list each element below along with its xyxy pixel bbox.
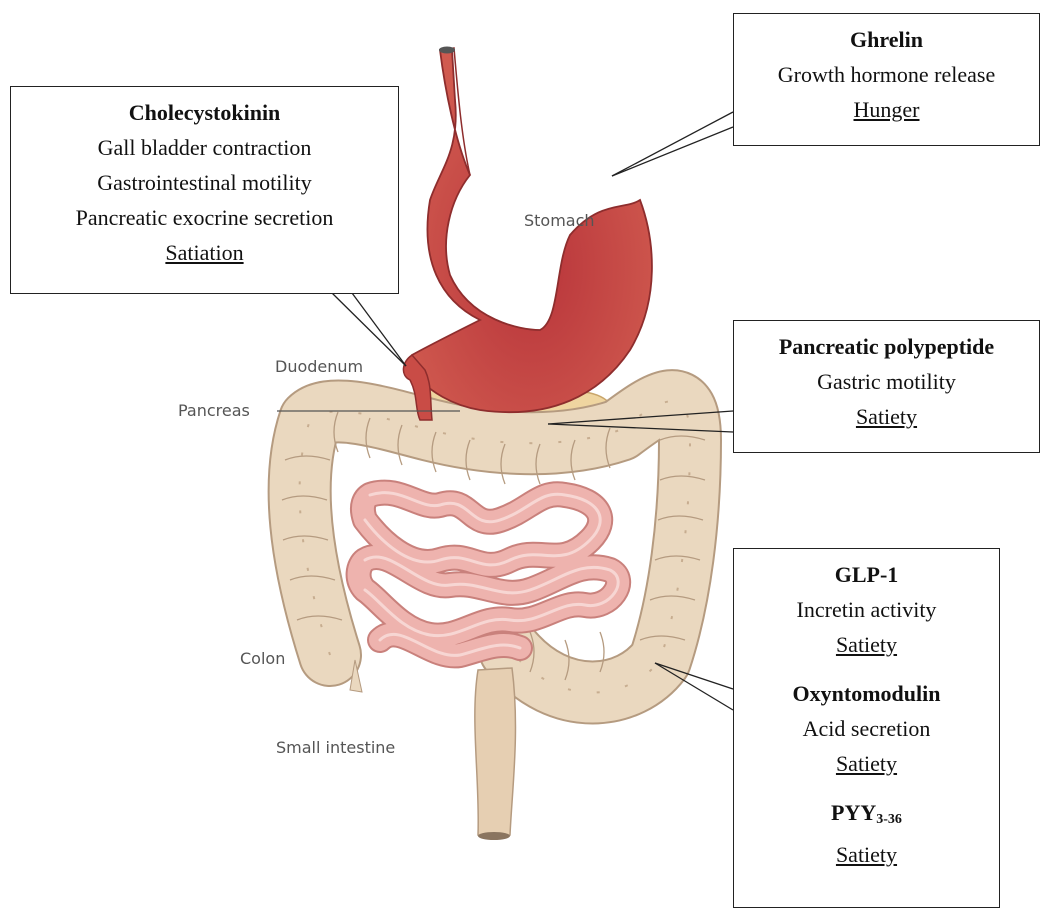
pancreatic-polypeptide-title: Pancreatic polypeptide (734, 329, 1039, 364)
glp1-effect: Incretin activity (734, 592, 999, 627)
oxyntomodulin-effect: Acid secretion (734, 711, 999, 746)
pyy-subscript: 3-36 (876, 812, 902, 827)
small-intestine (359, 493, 619, 656)
ghrelin-box: Ghrelin Growth hormone release Hunger (733, 13, 1040, 146)
pancreatic-polypeptide-behaviour: Satiety (856, 404, 917, 429)
pyy-title: PYY3-36 (734, 795, 999, 837)
ghrelin-behaviour: Hunger (854, 97, 920, 122)
cholecystokinin-effect: Pancreatic exocrine secretion (11, 200, 398, 235)
duodenum-label: Duodenum (275, 357, 363, 376)
pancreatic-polypeptide-effect: Gastric motility (734, 364, 1039, 399)
cholecystokinin-effect: Gall bladder contraction (11, 130, 398, 165)
ghrelin-effect: Growth hormone release (734, 57, 1039, 92)
pancreas-label: Pancreas (178, 401, 250, 420)
glp1-title: GLP-1 (734, 557, 999, 592)
stomach-label: Stomach (524, 211, 595, 230)
pyy-title-text: PYY (831, 800, 876, 825)
oxyntomodulin-behaviour: Satiety (836, 751, 897, 776)
stomach (403, 47, 652, 421)
gut-hormones-box: GLP-1 Incretin activity Satiety Oxyntomo… (733, 548, 1000, 908)
glp1-behaviour: Satiety (836, 632, 897, 657)
cholecystokinin-box: Cholecystokinin Gall bladder contraction… (10, 86, 399, 294)
cholecystokinin-effect: Gastrointestinal motility (11, 165, 398, 200)
cholecystokinin-behaviour: Satiation (165, 240, 243, 265)
pyy-behaviour: Satiety (836, 842, 897, 867)
pancreatic-polypeptide-box: Pancreatic polypeptide Gastric motility … (733, 320, 1040, 453)
colon-label: Colon (240, 649, 285, 668)
rectum (475, 668, 516, 835)
oxyntomodulin-title: Oxyntomodulin (734, 676, 999, 711)
cholecystokinin-title: Cholecystokinin (11, 95, 398, 130)
small-intestine-label: Small intestine (276, 738, 395, 757)
ghrelin-title: Ghrelin (734, 22, 1039, 57)
